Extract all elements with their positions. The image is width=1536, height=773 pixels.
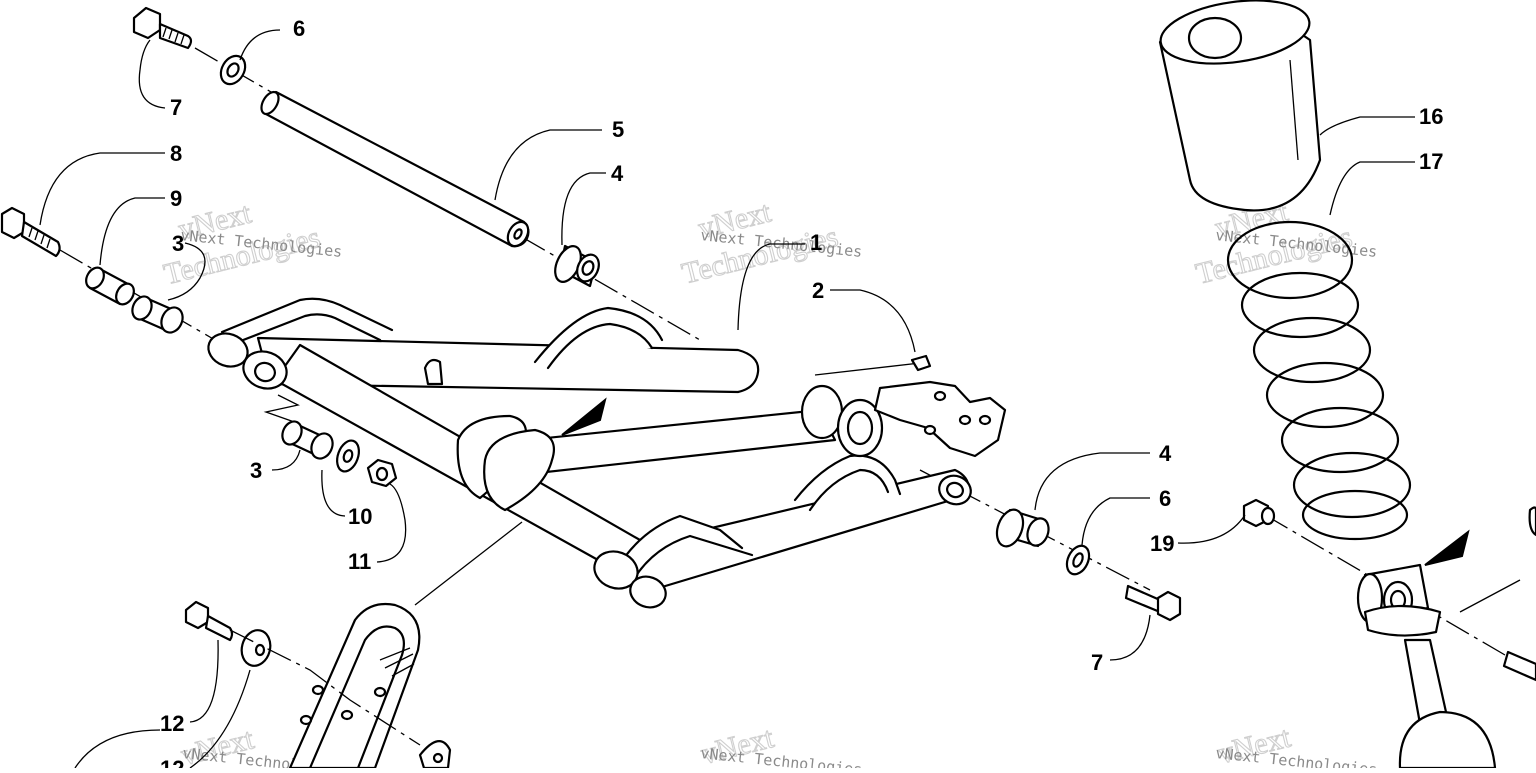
bushing-4-right <box>995 508 1050 548</box>
callout-4-right: 4 <box>1159 441 1172 466</box>
lock-washer-6-top <box>219 54 247 86</box>
callout-1: 1 <box>810 230 822 255</box>
bushing-4-top <box>554 244 600 288</box>
callout-11: 11 <box>348 549 371 574</box>
bolt-8 <box>0 206 61 258</box>
nut-11 <box>366 458 398 488</box>
bushing-3-upper <box>131 295 184 334</box>
leader-lines <box>39 29 1521 769</box>
bolt-7-top <box>132 6 193 50</box>
direction-arrow-right <box>1424 529 1470 566</box>
callout-6-top: 6 <box>293 16 305 41</box>
swing-arm-frame <box>207 297 1007 609</box>
callout-19: 19 <box>1150 531 1174 556</box>
callout-3-lower: 3 <box>250 458 262 483</box>
callout-10: 10 <box>348 504 372 529</box>
shock-absorber-lower <box>1356 563 1497 770</box>
bolt-12 <box>184 600 234 642</box>
callout-7-top: 7 <box>170 95 182 120</box>
callout-12-upper: 12 <box>160 711 184 736</box>
coil-spring-17 <box>1226 220 1412 541</box>
callout-6-right: 6 <box>1159 486 1171 511</box>
callout-8: 8 <box>170 141 182 166</box>
washer-12 <box>240 629 272 667</box>
shock-boot-16 <box>1158 0 1322 212</box>
spacer-9 <box>85 266 135 306</box>
callout-9: 9 <box>170 186 182 211</box>
callout-7-right: 7 <box>1091 650 1103 675</box>
bushing-3-lower <box>281 420 334 460</box>
callout-4-top: 4 <box>611 161 624 186</box>
watermark-6-line: vNext Technologies <box>1215 744 1379 768</box>
lock-washer-6-right <box>1065 544 1091 576</box>
callout-12-lower: 12 <box>160 756 184 768</box>
washer-10 <box>336 439 360 473</box>
rail-bracket <box>288 602 421 770</box>
callouts: 6 7 5 4 8 9 3 1 2 3 10 11 16 17 4 6 19 7… <box>160 16 1443 773</box>
callout-17: 17 <box>1419 149 1443 174</box>
callout-5: 5 <box>612 117 624 142</box>
cross-tube-5 <box>260 90 530 248</box>
callout-16: 16 <box>1419 104 1443 129</box>
direction-arrow-center <box>561 397 607 436</box>
nut-19 <box>1242 498 1276 528</box>
washer-lower-right <box>418 740 452 770</box>
callout-3-upper: 3 <box>172 231 184 256</box>
callout-2: 2 <box>812 278 824 303</box>
bolt-right-edge <box>1502 506 1536 682</box>
bolt-7-right <box>1124 584 1182 622</box>
watermark-5-line: vNext Technologies <box>700 744 864 768</box>
